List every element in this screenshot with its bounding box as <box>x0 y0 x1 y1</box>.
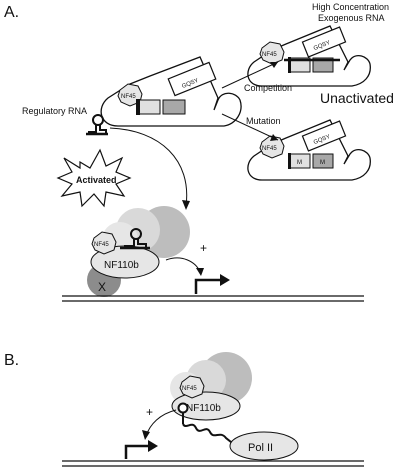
b-nf45-octagon <box>179 375 205 399</box>
binding-box-2-competition <box>312 57 334 73</box>
competition-arrowhead <box>270 62 278 68</box>
promoter-arrow-a <box>194 278 222 294</box>
nf45-octagon-activated <box>91 231 117 255</box>
gqsy-box-center <box>167 61 217 97</box>
competition-label: Competition <box>244 83 292 93</box>
nf110b-label: NF110b <box>104 260 139 271</box>
regulatory-rna-label: Regulatory RNA <box>22 106 87 116</box>
promoter-arrow-b <box>124 444 150 459</box>
activation-curve-arrow <box>109 127 188 207</box>
mutant-label-1: M <box>297 160 302 166</box>
bound-rna-icon <box>120 228 150 250</box>
b-nf45-label: NF45 <box>182 386 197 392</box>
b-nf110b-label: NF110b <box>186 403 221 414</box>
panel-b-label: B. <box>4 352 19 369</box>
protein-complex-competition: GQSY NF45 <box>247 25 371 87</box>
nf45-label-activated: NF45 <box>94 242 109 248</box>
plus-sign-a: + <box>200 241 207 255</box>
protein-complex-mutation: GQSY NF45 M M <box>247 119 371 181</box>
x-factor-label: X <box>98 280 106 294</box>
promoter-arrowhead-b <box>148 440 158 452</box>
binding-bar-mutation <box>288 153 291 169</box>
nf45-label-mutation: NF45 <box>262 146 277 152</box>
mutant-box-2 <box>312 153 334 169</box>
promoter-arrowhead-a <box>220 274 230 286</box>
mutant-label-2: M <box>320 160 325 166</box>
activation-arrowhead <box>196 268 204 276</box>
pol2-ellipse <box>229 431 299 461</box>
binding-box-2-center <box>162 99 186 115</box>
binding-box-1-center <box>137 99 161 115</box>
competition-arrow <box>221 61 279 89</box>
panel-a-label: A. <box>4 4 19 21</box>
b-activation-arrowhead <box>142 430 150 440</box>
binding-bar-competition <box>288 57 291 73</box>
exogenous-rna-text: Exogenous RNA <box>318 13 385 23</box>
activation-curve-arrowhead <box>182 200 190 210</box>
binding-bar-center <box>136 99 140 115</box>
b-rna-hairpin <box>177 402 237 447</box>
nf45-label-center: NF45 <box>121 94 136 100</box>
activated-label: Activated <box>76 175 117 185</box>
activation-arrow <box>165 257 201 273</box>
gqsy-box-competition <box>301 26 347 58</box>
gqsy-box-mutation <box>301 120 347 152</box>
pol2-label: Pol II <box>248 442 273 454</box>
mutation-label: Mutation <box>246 116 281 126</box>
mutation-arrowhead <box>270 134 278 141</box>
plus-sign-b: + <box>146 405 153 419</box>
nf45-label-competition: NF45 <box>262 52 277 58</box>
protein-complex-center: GQSY NF45 <box>100 56 242 127</box>
activated-complex: X NF110b NF45 <box>87 206 190 297</box>
high-concentration-text: High Concentration <box>312 2 389 12</box>
activated-starburst <box>56 148 132 208</box>
nf45-octagon-competition <box>259 41 285 65</box>
unactivated-label: Unactivated <box>320 90 394 106</box>
panel-b-complex: NF110b NF45 Pol II <box>170 352 299 461</box>
regulatory-rna-icon <box>86 114 108 136</box>
mutation-arrow <box>221 113 279 141</box>
b-nf110b-ellipse <box>171 391 241 421</box>
